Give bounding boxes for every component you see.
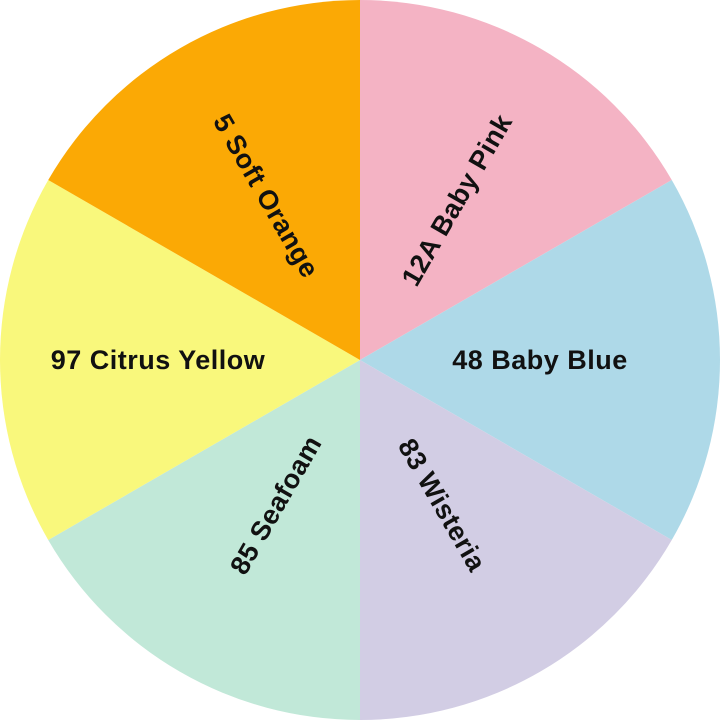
pie-slice-48-baby-blue (360, 180, 720, 540)
pie-slice-5-soft-orange (48, 0, 360, 360)
pie-slice-85-seafoam (48, 360, 360, 720)
slice-label-baby-blue: 48 Baby Blue (452, 345, 628, 375)
pie-slice-83-wisteria (360, 360, 672, 720)
pie-slice-12a-baby-pink (360, 0, 672, 360)
pie-slice-97-citrus-yellow (0, 180, 360, 540)
slice-label-citrus-yellow: 97 Citrus Yellow (51, 345, 266, 375)
